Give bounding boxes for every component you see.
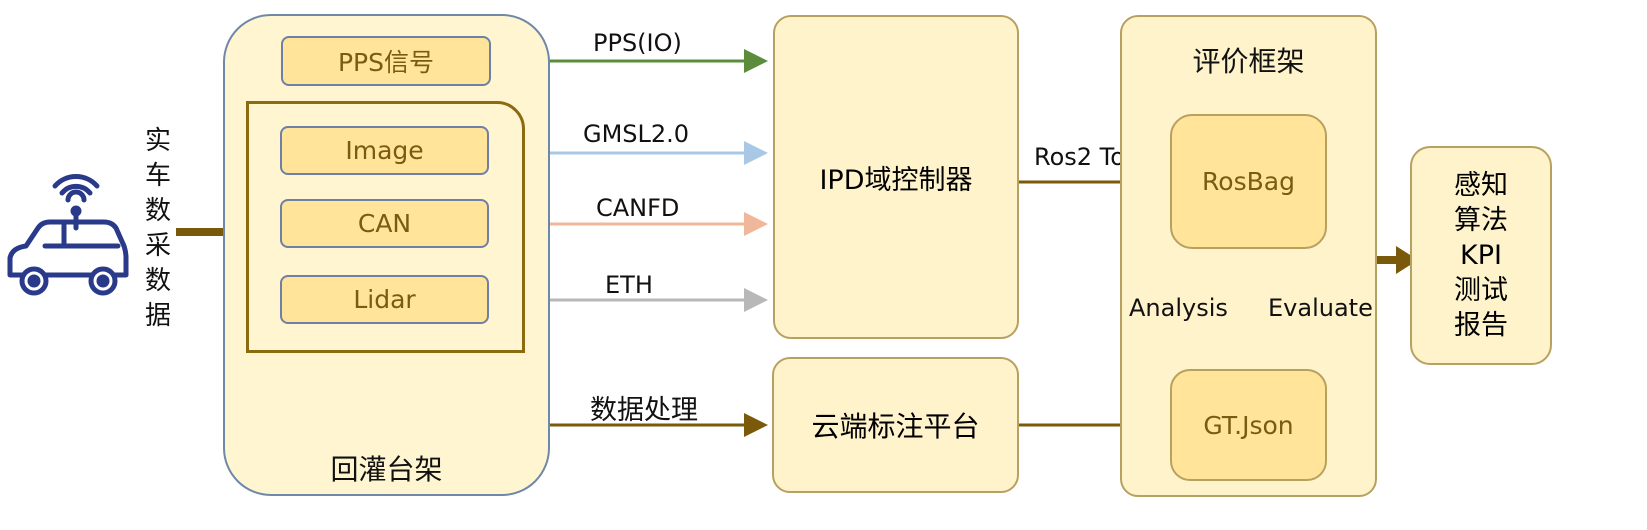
gt-json-box: GT.Json (1170, 369, 1327, 481)
image-signal-box: Image (280, 126, 489, 175)
car-icon (7, 174, 129, 296)
sensor-group-frame (246, 101, 525, 353)
report-line: 感知 (1454, 170, 1508, 201)
kpi-report-box: 感知 算法 KPI 测试 报告 (1410, 146, 1552, 365)
image-link-label: GMSL2.0 (583, 120, 690, 148)
process-link-label: 数据处理 (590, 395, 698, 426)
cloud-annotation-box: 云端标注平台 (772, 357, 1019, 493)
pps-link-label: PPS(IO) (593, 29, 682, 57)
hil-rack (223, 14, 550, 496)
evaluation-frame-title: 评价框架 (1192, 45, 1305, 78)
report-line: 报告 (1454, 310, 1508, 341)
can-link-label: CANFD (596, 194, 680, 222)
pps-signal-box: PPS信号 (281, 36, 491, 86)
can-signal-box: CAN (280, 199, 489, 248)
ipd-controller-box: IPD域控制器 (773, 15, 1019, 339)
report-line: 测试 (1454, 275, 1508, 306)
report-line: 算法 (1454, 205, 1508, 236)
evaluate-label: Evaluate (1268, 294, 1373, 322)
lidar-link-label: ETH (605, 271, 653, 299)
analysis-label: Analysis (1129, 294, 1228, 322)
input-label: 实车数采数据 (144, 126, 171, 331)
hil-rack-title: 回灌台架 (330, 453, 443, 486)
lidar-signal-box: Lidar (280, 275, 489, 324)
report-line: KPI (1460, 240, 1502, 271)
wifi-icon (52, 174, 100, 231)
rosbag-box: RosBag (1170, 114, 1327, 249)
